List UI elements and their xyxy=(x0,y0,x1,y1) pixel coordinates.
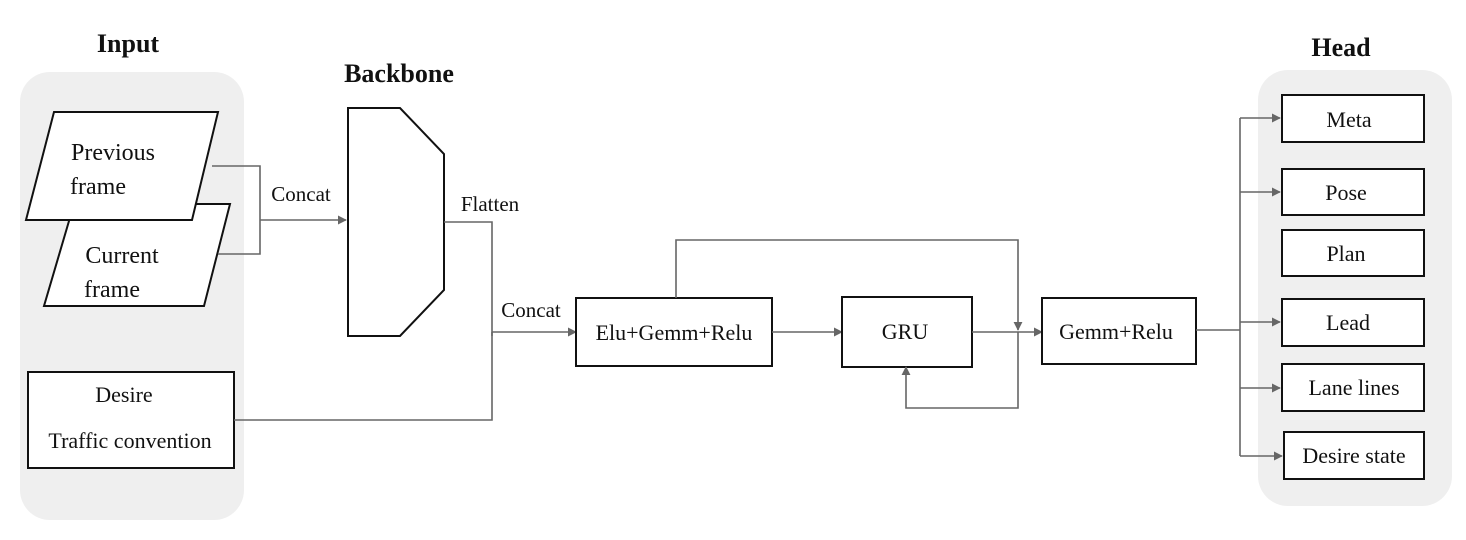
head-box-desire-state xyxy=(1283,431,1425,480)
concat-label-2: Concat xyxy=(501,298,561,322)
previous-frame-line2: frame xyxy=(70,174,126,200)
gemm-relu-block xyxy=(1041,297,1197,365)
desire-traffic-box xyxy=(27,371,235,469)
skip-connection xyxy=(675,239,1023,331)
frames-bracket xyxy=(212,165,261,255)
head-box-plan xyxy=(1281,229,1425,277)
head-box-meta xyxy=(1281,94,1425,143)
backbone-shape xyxy=(347,107,445,337)
flatten-line xyxy=(444,221,493,336)
elu-gemm-relu-label: Elu+Gemm+Relu xyxy=(596,320,753,345)
head-box-pose xyxy=(1281,168,1425,216)
concat-label-1: Concat xyxy=(271,182,331,206)
traffic-convention-label: Traffic convention xyxy=(48,428,211,453)
previous-frame-shape xyxy=(24,111,220,221)
previous-frame-line1: Previous xyxy=(71,140,155,166)
gru-recurrent-loop xyxy=(901,332,1019,409)
head-label-lane-lines: Lane lines xyxy=(1308,375,1399,400)
current-frame-line2: frame xyxy=(84,277,140,303)
gru-label: GRU xyxy=(882,319,929,344)
head-label-meta: Meta xyxy=(1326,107,1371,132)
head-header: Head xyxy=(1311,33,1371,62)
desire-label: Desire xyxy=(95,382,152,407)
head-label-plan: Plan xyxy=(1326,241,1365,266)
desire-line xyxy=(234,332,493,421)
input-header: Input xyxy=(97,29,159,58)
gemm-relu-label: Gemm+Relu xyxy=(1059,319,1173,344)
head-label-lead: Lead xyxy=(1326,310,1370,335)
flatten-label: Flatten xyxy=(461,192,520,216)
head-label-pose: Pose xyxy=(1325,180,1367,205)
current-frame-line1: Current xyxy=(85,243,159,269)
head-box-lane-lines xyxy=(1281,363,1425,412)
head-box-lead xyxy=(1281,298,1425,347)
backbone-header: Backbone xyxy=(344,59,454,88)
head-label-desire-state: Desire state xyxy=(1302,443,1405,468)
elu-gemm-relu-block xyxy=(575,297,773,367)
